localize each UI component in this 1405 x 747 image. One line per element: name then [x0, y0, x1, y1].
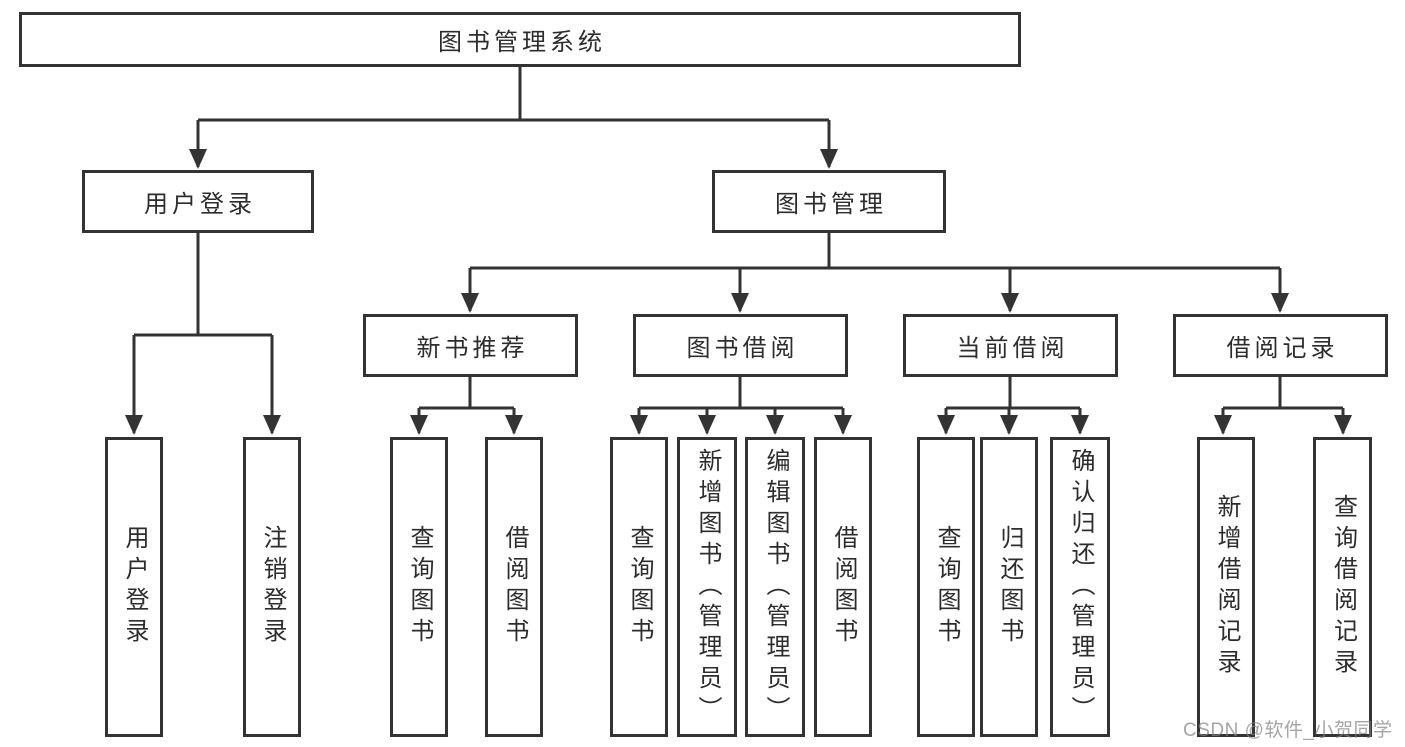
node-current-borrowing: 当前借阅	[903, 314, 1118, 377]
leaf-borrow-books-recommend: 借阅图书	[485, 437, 543, 737]
leaf-query-books-borrowing: 查询图书	[610, 437, 668, 737]
leaf-return-books: 归还图书	[980, 437, 1038, 737]
leaf-add-books-admin: 新增图书（管理员）	[677, 437, 737, 737]
leaf-add-borrow-record: 新增借阅记录	[1197, 437, 1255, 737]
csdn-watermark: CSDN @软件_小贺同学	[1183, 720, 1393, 741]
node-user-login: 用户登录	[82, 170, 314, 233]
leaf-confirm-return-admin: 确认归还（管理员）	[1050, 437, 1110, 737]
leaf-edit-books-admin: 编辑图书（管理员）	[745, 437, 805, 737]
leaf-query-books-recommend: 查询图书	[390, 437, 448, 737]
leaf-query-books-current: 查询图书	[917, 437, 975, 737]
node-book-borrowing: 图书借阅	[633, 314, 848, 377]
leaf-query-borrow-record: 查询借阅记录	[1313, 437, 1372, 737]
node-book-management: 图书管理	[712, 170, 946, 233]
node-new-book-recommendation: 新书推荐	[363, 314, 578, 377]
leaf-logout: 注销登录	[243, 437, 301, 737]
node-library-management-system: 图书管理系统	[19, 12, 1021, 67]
leaf-user-login: 用户登录	[105, 437, 163, 737]
leaf-borrow-books-borrowing: 借阅图书	[814, 437, 872, 737]
node-borrowing-records: 借阅记录	[1173, 314, 1388, 377]
